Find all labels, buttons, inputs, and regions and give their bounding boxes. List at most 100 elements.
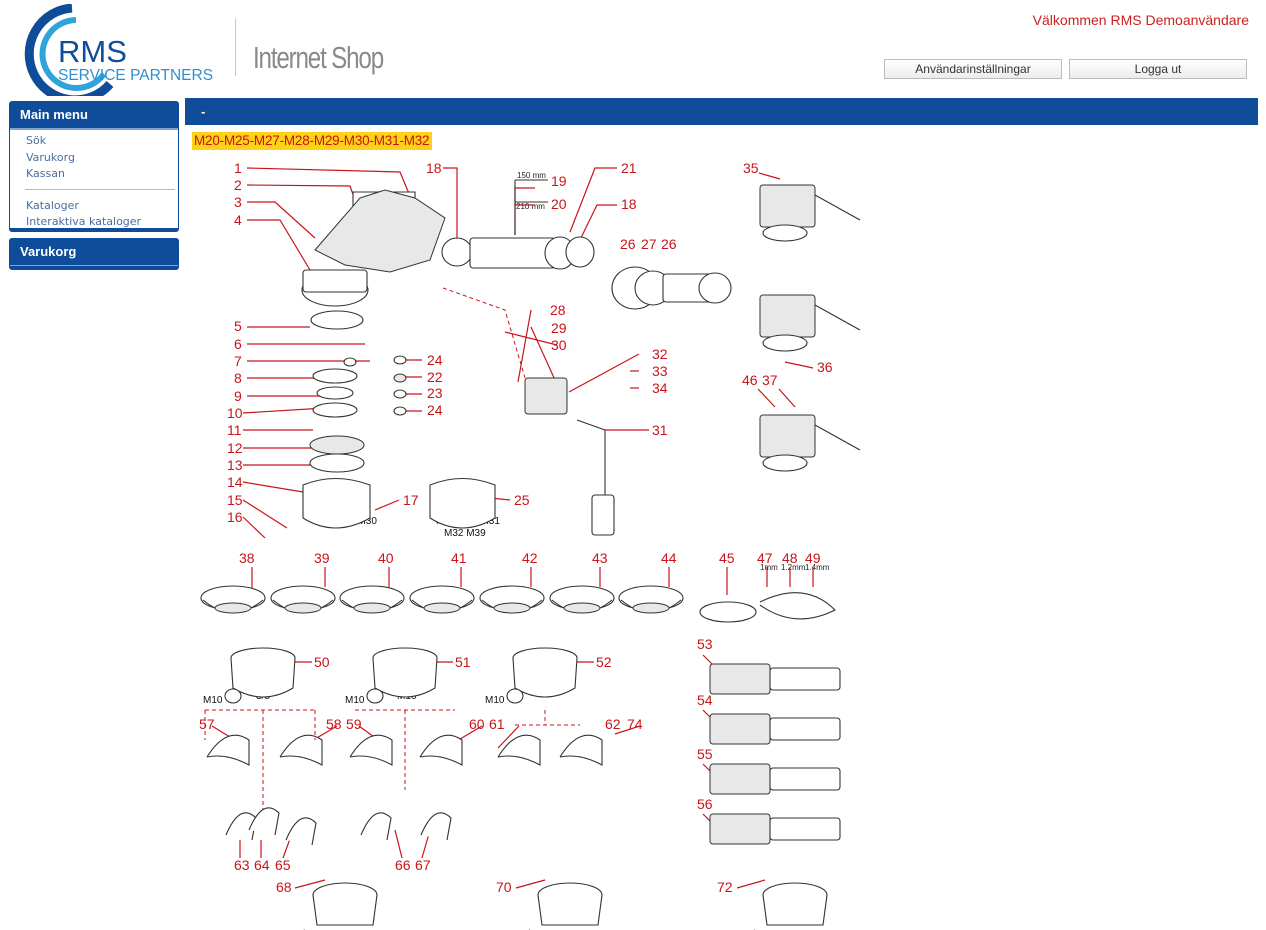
- leader-line: [374, 499, 400, 511]
- part-number-label: 47: [757, 550, 773, 566]
- menu-item-catalogs[interactable]: Kataloger: [26, 198, 79, 212]
- spout-part: [349, 734, 393, 766]
- washer-part: [393, 389, 407, 399]
- part-number-label: 61: [489, 716, 505, 732]
- basket-mesh: [632, 602, 670, 614]
- part-number-label: 7: [234, 353, 242, 369]
- part-number-label: 62: [605, 716, 621, 732]
- adapter-ring: [429, 478, 496, 529]
- part-number-label: 22: [427, 369, 443, 385]
- adapter-ring: [302, 478, 371, 529]
- part-number-label: 20: [551, 196, 567, 212]
- portafilter-boss: [224, 688, 242, 704]
- part-number-label: 49: [805, 550, 821, 566]
- part-number-label: 58: [326, 716, 342, 732]
- dimension-150: 150 mm: [517, 171, 546, 180]
- brewgroup-assembly: [762, 334, 808, 352]
- cart-panel-title[interactable]: Varukorg: [10, 239, 178, 267]
- spout-part: [497, 734, 541, 766]
- gasket-part: [310, 310, 364, 330]
- spout-part: [279, 734, 323, 766]
- part-number-label: 26: [661, 236, 677, 252]
- spout-part: [285, 817, 317, 846]
- part-number-label: 14: [227, 474, 243, 490]
- handle-part: [709, 713, 771, 745]
- part-number-label: 19: [551, 173, 567, 189]
- part-number-label: 8: [234, 370, 242, 386]
- thread-m10: M10: [485, 695, 505, 706]
- part-number-label: 29: [551, 320, 567, 336]
- part-number-label: 2: [234, 177, 242, 193]
- part-number-label: 18: [621, 196, 637, 212]
- content-header-bar: -: [185, 98, 1258, 125]
- leader-line: [702, 654, 714, 666]
- basket-mesh: [423, 602, 461, 614]
- part-number-label: 9: [234, 388, 242, 404]
- part-number-label: 64: [254, 857, 270, 873]
- part-number-label: 54: [697, 692, 713, 708]
- portafilter-body: [230, 657, 296, 698]
- handle-part: [769, 817, 841, 841]
- part-number-label: 1: [234, 160, 242, 176]
- part-number-label: 39: [314, 550, 330, 566]
- washer-part: [343, 357, 357, 367]
- brewgroup-assembly: [762, 454, 808, 472]
- washer-part: [393, 406, 407, 416]
- logo-divider: [235, 18, 236, 76]
- part-number-label: 28: [550, 302, 566, 318]
- part-number-label: 40: [378, 550, 394, 566]
- leader-line: [294, 879, 326, 889]
- dimension-210: 210 mm: [516, 202, 545, 211]
- user-settings-button[interactable]: Användarinställningar: [884, 59, 1062, 79]
- leader-line: [242, 481, 304, 493]
- part-number-label: 66: [395, 857, 411, 873]
- leader-line: [576, 204, 617, 247]
- spout-part: [206, 734, 250, 766]
- part-number-label: 27: [641, 236, 657, 252]
- logout-button[interactable]: Logga ut: [1069, 59, 1247, 79]
- gasket-part: [309, 435, 365, 455]
- leader-line: [758, 172, 781, 180]
- spout-part: [419, 734, 463, 766]
- part-number-label: 33: [652, 363, 668, 379]
- leader-line: [242, 516, 266, 539]
- part-number-label: 44: [661, 550, 677, 566]
- washer-part: [393, 355, 407, 365]
- handle-part: [709, 763, 771, 795]
- washer-part: [393, 373, 407, 383]
- part-number-label: 11: [227, 422, 242, 438]
- part-number-label: 17: [403, 492, 419, 508]
- gasket-size-label: 1.4mm: [805, 563, 830, 572]
- brewgroup-assembly: [759, 294, 816, 338]
- leader-line: [394, 829, 403, 859]
- group-25-models: M32 M39: [444, 528, 486, 539]
- basket-mesh: [284, 602, 322, 614]
- group-head: [314, 189, 446, 273]
- part-number-label: 25: [514, 492, 530, 508]
- rms-logo[interactable]: RMS SERVICE PARTNERS: [10, 3, 225, 105]
- part-number-label: 31: [652, 422, 668, 438]
- part-number-label: 10: [227, 405, 243, 421]
- menu-item-cart[interactable]: Varukorg: [26, 150, 75, 164]
- menu-item-checkout[interactable]: Kassan: [26, 167, 65, 180]
- valve-block: [524, 377, 568, 415]
- part-number-label: 46: [742, 372, 758, 388]
- part-number-label: 37: [762, 372, 778, 388]
- cart-panel: Varukorg: [9, 238, 179, 270]
- part-number-label: 45: [719, 550, 735, 566]
- handle-part: [709, 663, 771, 695]
- part-number-label: 52: [596, 654, 612, 670]
- menu-item-interactive-catalogs[interactable]: Interaktiva kataloger: [26, 215, 142, 228]
- part-number-label: 55: [697, 746, 713, 762]
- menu-divider: [25, 188, 175, 190]
- menu-item-search[interactable]: Sök: [26, 134, 47, 147]
- dashed-guide: [355, 709, 455, 790]
- leader-line: [530, 326, 556, 381]
- pipe-part: [591, 494, 615, 536]
- leader-line: [242, 499, 288, 529]
- leader-line: [778, 388, 796, 408]
- shower-disk: [312, 402, 358, 418]
- dimension-line: [514, 179, 548, 235]
- part-number-label: 21: [621, 160, 637, 176]
- part-number-label: 42: [522, 550, 538, 566]
